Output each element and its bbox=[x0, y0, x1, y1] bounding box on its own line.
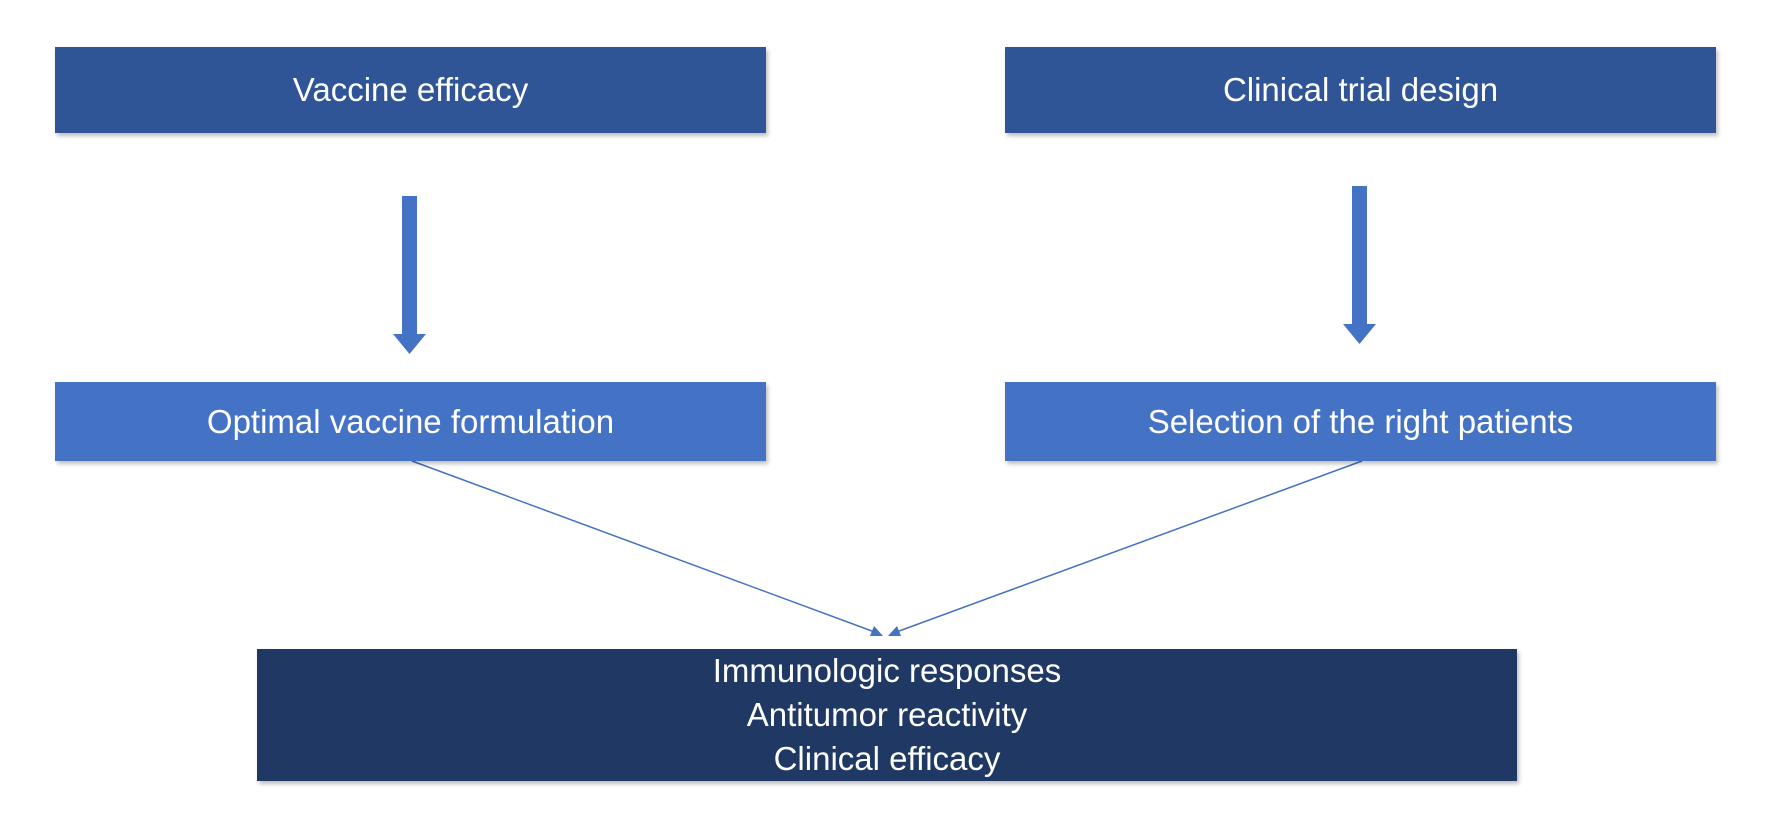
node-clinical-trial-design: Clinical trial design bbox=[1005, 47, 1716, 133]
node-vaccine-efficacy: Vaccine efficacy bbox=[55, 47, 766, 133]
node-optimal-vaccine-formulation-label: Optimal vaccine formulation bbox=[206, 402, 615, 440]
node-outcomes: Immunologic responses Antitumor reactivi… bbox=[257, 649, 1517, 781]
arrow-trial-to-selection bbox=[1343, 186, 1376, 344]
node-optimal-vaccine-formulation: Optimal vaccine formulation bbox=[55, 382, 766, 461]
outcome-immunologic-responses: Immunologic responses bbox=[712, 652, 1062, 689]
node-vaccine-efficacy-label: Vaccine efficacy bbox=[292, 71, 529, 108]
node-selection-right-patients: Selection of the right patients bbox=[1005, 382, 1716, 461]
arrow-selection-to-outcomes bbox=[888, 460, 1363, 636]
node-selection-right-patients-label: Selection of the right patients bbox=[1147, 402, 1574, 440]
arrow-formulation-to-outcomes bbox=[411, 460, 883, 636]
node-clinical-trial-design-label: Clinical trial design bbox=[1222, 71, 1499, 108]
outcome-antitumor-reactivity: Antitumor reactivity bbox=[746, 696, 1028, 733]
arrow-vaccine-to-formulation bbox=[393, 196, 426, 354]
outcome-clinical-efficacy: Clinical efficacy bbox=[773, 740, 1001, 777]
